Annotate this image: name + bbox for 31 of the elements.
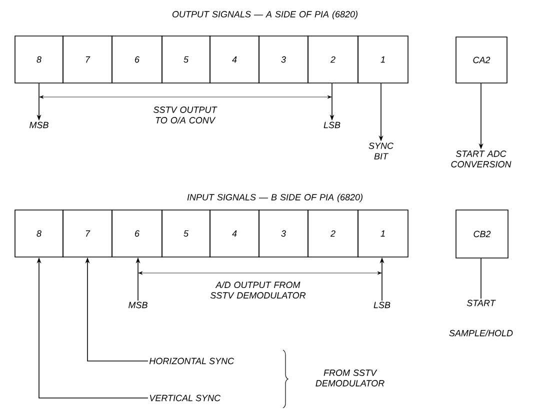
signal-label: SYNC BIT	[368, 142, 394, 160]
bit-cell: 3	[258, 210, 308, 258]
bit-cell: 4	[210, 210, 260, 258]
signal-label: START ADC CONVERSION	[451, 150, 512, 168]
bit-cell: 6	[112, 210, 162, 258]
bit-cell: 2	[308, 36, 358, 84]
bit-cell: 1	[358, 36, 408, 84]
bit-cell: 3	[258, 36, 308, 84]
bit-cell: 6	[112, 36, 162, 84]
bit-cell: 5	[162, 210, 210, 258]
signal-label: HORIZONTAL SYNC	[149, 358, 234, 364]
signal-label: A/D OUTPUT FROM SSTV DEMODULATOR	[210, 281, 306, 299]
signal-label: LSB	[324, 122, 340, 128]
bit-cell: 8	[14, 36, 64, 84]
signal-label: SAMPLE/HOLD	[449, 330, 513, 336]
signal-label: MSB	[128, 302, 148, 308]
bit-cell: 7	[62, 36, 112, 84]
bit-cell: 1	[358, 210, 408, 258]
signal-label: MSB	[30, 122, 48, 128]
signal-label: FROM SSTV DEMODULATOR	[316, 370, 384, 386]
signal-label: VERTICAL SYNC	[150, 394, 221, 402]
signal-label: LSB	[374, 302, 390, 308]
bit-cell: 5	[162, 36, 210, 84]
bit-cell: 7	[62, 210, 112, 258]
signal-label: START	[466, 300, 496, 306]
heading: OUTPUT SIGNALS — A SIDE OF PIA (6820)	[172, 10, 358, 20]
heading: INPUT SIGNALS — B SIDE OF PIA (6820)	[187, 194, 362, 202]
signal-label: SSTV OUTPUT TO O/A CONV	[154, 106, 218, 124]
bit-cell: 8	[14, 210, 64, 258]
bit-cell: 4	[210, 36, 260, 84]
bit-cell: 2	[308, 210, 358, 258]
